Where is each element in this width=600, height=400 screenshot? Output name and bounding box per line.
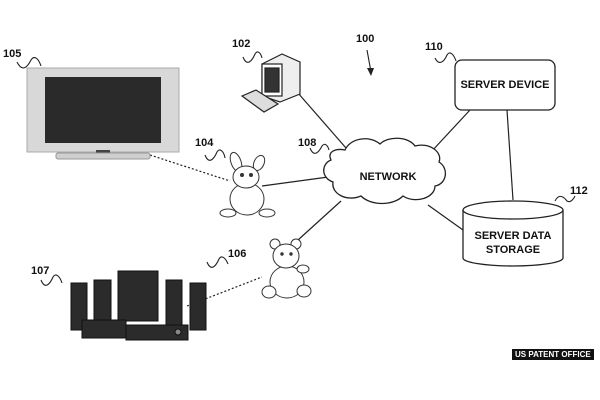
ref-110: 110 — [425, 41, 443, 53]
link-network-server — [430, 109, 471, 153]
bear-toy-icon — [261, 238, 312, 299]
link-server-storage — [506, 109, 514, 201]
network-label: NETWORK — [360, 171, 417, 183]
leader-112 — [554, 195, 576, 203]
leader-102 — [242, 51, 263, 63]
leader-106 — [206, 256, 229, 268]
watermark-badge: US PATENT OFFICE — [512, 349, 594, 360]
television-icon — [26, 67, 180, 160]
ref-100: 100 — [356, 33, 374, 45]
ref-104: 104 — [195, 137, 214, 149]
network-cloud — [323, 137, 446, 205]
leader-104 — [204, 149, 226, 161]
leader-110 — [434, 52, 457, 63]
ref-102: 102 — [232, 38, 250, 50]
server-device-label: SERVER DEVICE — [460, 79, 549, 91]
server-device-box — [454, 59, 556, 111]
link-computer-network — [297, 92, 347, 149]
leader-105 — [16, 57, 42, 69]
ref-105: 105 — [3, 48, 21, 60]
computer-icon — [240, 53, 301, 113]
link-bear-network — [297, 200, 342, 241]
server-storage-cylinder — [462, 200, 564, 267]
ref-107: 107 — [31, 265, 49, 277]
server-storage-label-line2: STORAGE — [486, 244, 540, 256]
arrow-100-head — [367, 68, 374, 76]
dotted-link-tv-bunny — [149, 154, 231, 182]
bunny-toy-icon — [219, 151, 276, 218]
leader-107 — [40, 274, 63, 286]
speaker-system-icon — [70, 270, 207, 341]
link-network-storage — [427, 204, 464, 231]
ref-108: 108 — [298, 137, 316, 149]
ref-106: 106 — [228, 248, 246, 260]
ref-112: 112 — [570, 185, 588, 197]
server-storage-label-line1: SERVER DATA — [474, 230, 551, 242]
leader-108 — [309, 143, 330, 154]
